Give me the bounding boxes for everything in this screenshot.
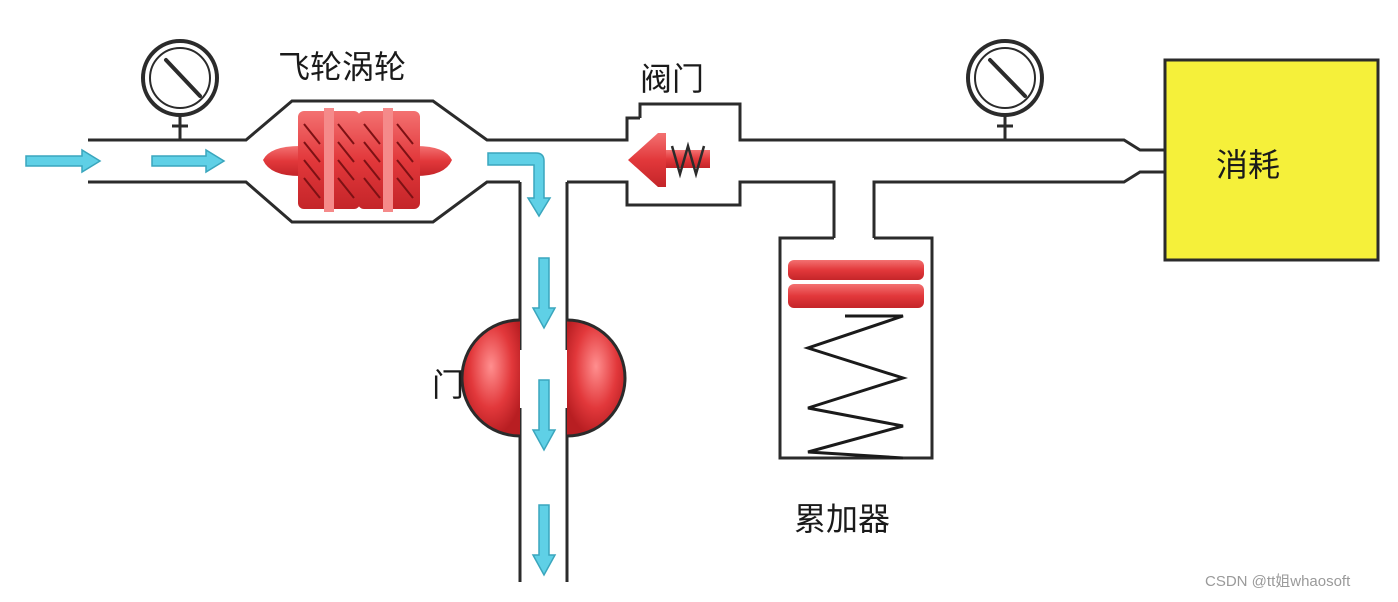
- label-valve: 阀门: [640, 60, 705, 98]
- label-consume: 消耗: [1216, 146, 1281, 184]
- valve-housing-bottom: [640, 180, 836, 238]
- spring-icon: [803, 314, 908, 460]
- watermark: CSDN @tt姐whaosoft: [1205, 573, 1351, 590]
- pipe-junction-bottom: [567, 180, 640, 207]
- pressure-gauge-icon: [966, 39, 1044, 140]
- outlet-pipe-bottom: [872, 170, 1166, 238]
- flywheel-turbine: [263, 108, 452, 212]
- pipe-network: [88, 99, 1166, 582]
- inlet-pipe-bottom: [88, 180, 520, 224]
- label-accumulator: 累加器: [794, 500, 891, 538]
- accumulator-body: [778, 236, 934, 460]
- inlet-pipe-top: [88, 99, 640, 142]
- label-flywheel-turbine: 飞轮涡轮: [278, 48, 407, 86]
- valve: [628, 133, 710, 187]
- valve-housing: [638, 102, 1166, 152]
- label-gate: 门: [432, 366, 465, 404]
- pressure-gauge-icon: [141, 39, 219, 140]
- accumulator-piston: [788, 260, 924, 308]
- spring-icon: [670, 141, 706, 179]
- gate: [460, 318, 627, 438]
- flow-arrow-icon: [25, 148, 557, 577]
- consume-box: [1163, 58, 1380, 262]
